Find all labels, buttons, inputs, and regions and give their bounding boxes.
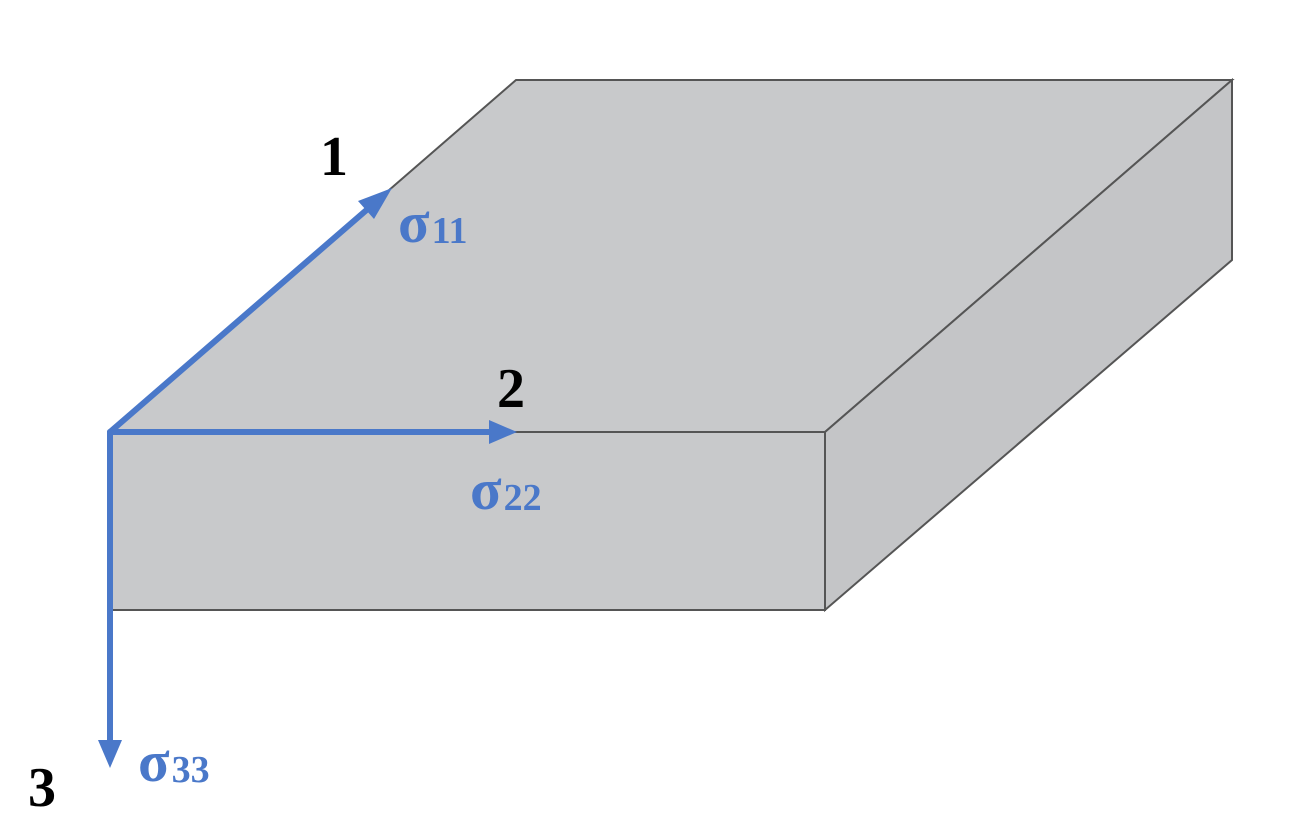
stress-label-33: σ33: [138, 729, 210, 794]
axis-3-label: 3: [28, 757, 56, 819]
axis-2-arrow: [107, 420, 517, 444]
axis-1-label: 1: [320, 126, 348, 188]
axis-3-arrow: [98, 429, 122, 768]
axis-2-arrowhead: [489, 420, 517, 444]
stress-subscript-22: 22: [504, 477, 542, 519]
stress-symbol-11: σ: [398, 190, 430, 255]
stress-subscript-33: 33: [172, 749, 210, 791]
stress-symbol-22: σ: [470, 457, 502, 522]
axis-1-arrowhead: [358, 188, 392, 219]
stress-label-22: σ22: [470, 457, 542, 522]
axis-1-arrow: [107, 188, 392, 435]
stress-subscript-11: 11: [432, 210, 468, 252]
stress-symbol-33: σ: [138, 729, 170, 794]
axis-3-arrowhead: [98, 740, 122, 768]
axis-2-label: 2: [497, 358, 525, 420]
block-front-face: [109, 431, 826, 611]
stress-label-11: σ11: [398, 190, 467, 255]
